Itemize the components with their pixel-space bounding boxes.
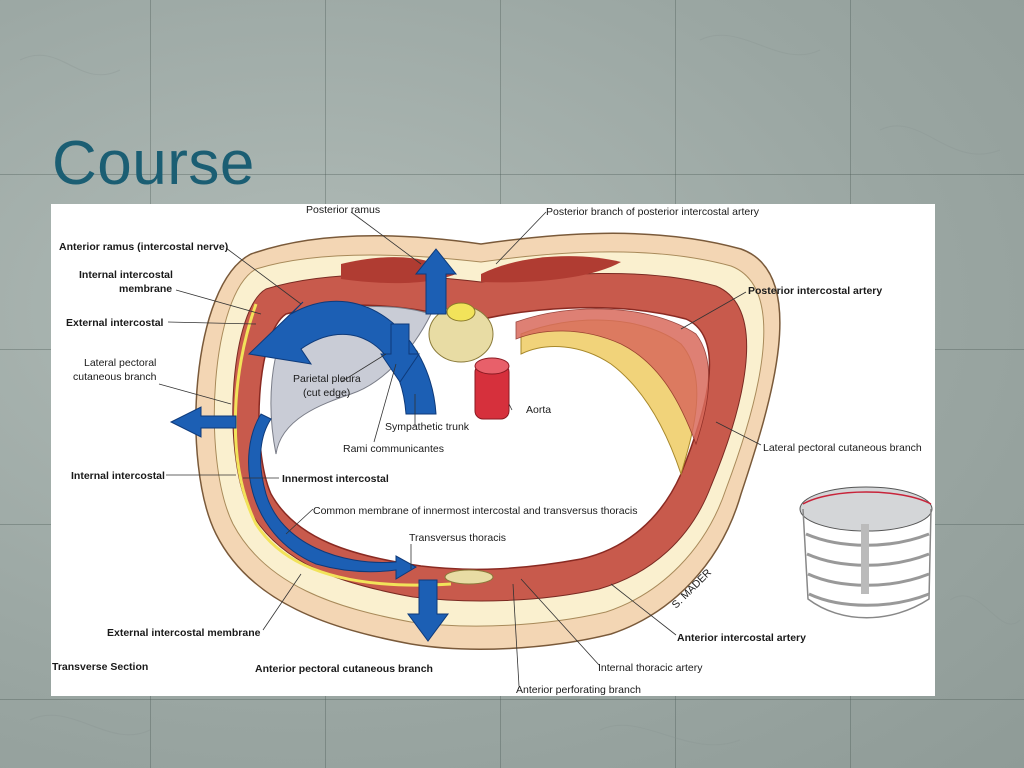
intercostal-nerve-line <box>233 303 452 587</box>
label-rami-communicantes: Rami communicantes <box>343 443 444 455</box>
anatomy-figure: Posterior ramus Posterior branch of post… <box>51 204 935 696</box>
label-internal-thoracic-artery: Internal thoracic artery <box>598 662 703 674</box>
label-common-membrane: Common membrane of innermost intercostal… <box>313 505 637 517</box>
leader-lines <box>158 211 762 687</box>
label-anterior-ramus: Anterior ramus (intercostal nerve) <box>59 241 228 253</box>
label-anterior-perforating-branch: Anterior perforating branch <box>516 684 641 696</box>
rib-right-muscle <box>515 308 710 446</box>
transverse-section-diagram: Posterior ramus Posterior branch of post… <box>52 204 933 696</box>
aorta-top <box>474 357 510 375</box>
back-muscles-right <box>481 256 621 283</box>
label-parietal-pleura-1: Parietal pleura <box>293 373 361 385</box>
arrow-left <box>169 406 237 438</box>
label-innermost-intercostal: Innermost intercostal <box>282 473 389 485</box>
label-internal-intercostal-membrane-2: membrane <box>119 283 172 295</box>
label-sympathetic-trunk: Sympathetic trunk <box>385 421 470 433</box>
spinal-cord <box>446 302 476 322</box>
arrow-down-bottom <box>407 579 449 642</box>
label-posterior-branch: Posterior branch of posterior intercosta… <box>546 206 760 218</box>
inset-thorax <box>799 486 933 619</box>
label-internal-intercostal: Internal intercostal <box>71 470 165 482</box>
label-parietal-pleura-2: (cut edge) <box>303 387 350 399</box>
label-transversus-thoracis: Transversus thoracis <box>409 532 506 544</box>
label-external-intercostal: External intercostal <box>66 317 164 329</box>
label-lateral-pectoral-left-1: Lateral pectoral <box>84 357 156 369</box>
slide-title: Course <box>52 129 255 198</box>
arrow-curved-lower <box>248 413 418 580</box>
arrow-down-small <box>380 323 420 383</box>
label-aorta: Aorta <box>526 404 551 416</box>
label-external-intercostal-membrane: External intercostal membrane <box>107 627 261 639</box>
label-posterior-intercostal-artery: Posterior intercostal artery <box>748 285 882 297</box>
course-arrows <box>169 248 458 642</box>
label-anterior-intercostal-artery: Anterior intercostal artery <box>677 632 806 644</box>
arrow-up <box>414 248 458 315</box>
label-lateral-pectoral-right: Lateral pectoral cutaneous branch <box>763 442 922 454</box>
label-posterior-ramus: Posterior ramus <box>306 204 380 216</box>
sternum <box>444 569 494 585</box>
label-internal-intercostal-membrane-1: Internal intercostal <box>79 269 173 281</box>
label-transverse-section: Transverse Section <box>52 661 148 673</box>
label-lateral-pectoral-left-2: cutaneous branch <box>73 371 157 383</box>
label-anterior-pectoral-cutaneous: Anterior pectoral cutaneous branch <box>255 663 433 675</box>
